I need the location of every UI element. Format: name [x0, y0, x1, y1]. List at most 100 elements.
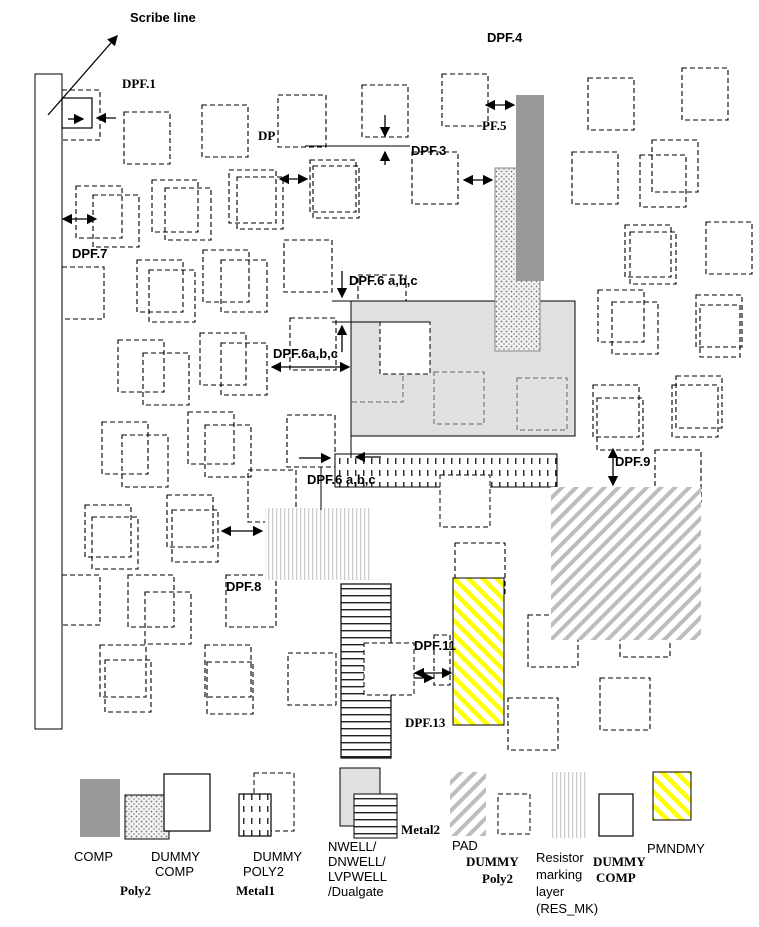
- dummy-fill-box: [117, 339, 165, 393]
- legend-metal2-swatch: [353, 793, 398, 839]
- legend-dummy-comp-b-label-2: COMP: [596, 870, 636, 885]
- dummy-fill-box: [204, 644, 252, 698]
- dummy-fill-box: [592, 384, 640, 438]
- legend-dummy-comp-b-swatch: [598, 793, 634, 837]
- pad-rect: [551, 487, 701, 640]
- dummy-fill-box: [148, 269, 196, 323]
- dpf7-label: DPF.7: [72, 246, 107, 261]
- dummy-fill-box: [587, 77, 635, 131]
- legend-nwell-label-2: DNWELL/: [328, 854, 386, 869]
- dummy-fill-box: [61, 266, 105, 320]
- dummy-fill-box: [225, 574, 277, 628]
- dummy-fill-box: [121, 434, 169, 488]
- dpf6-top-label: DPF.6 a,b,c: [349, 273, 418, 288]
- dummy-fill-box: [164, 187, 212, 241]
- dummy-box: [439, 474, 491, 528]
- dummy-fill-box: [142, 352, 190, 406]
- dummy-fill-box: [99, 644, 147, 698]
- dummy-box-gray: [516, 377, 568, 431]
- scribe-line-rect: [34, 73, 63, 730]
- dummy-fill-box: [92, 194, 140, 248]
- resistor-marking-rect: [265, 508, 371, 580]
- dummy-fill-box: [286, 414, 336, 468]
- dummy-fill-box: [309, 159, 357, 213]
- legend-pmndmy-label: PMNDMY: [647, 841, 705, 856]
- dpf6-left-label: DPF.6a,b,c: [273, 346, 338, 361]
- dummy-fill-box: [136, 259, 184, 313]
- legend-comp-swatch: [80, 779, 120, 837]
- dummy-fill-box: [101, 421, 149, 475]
- dummy-fill-box: [671, 384, 719, 438]
- dpf3-label: DPF.3: [411, 143, 446, 158]
- dummy-box-gray: [433, 371, 485, 425]
- comp-rect: [516, 95, 544, 281]
- legend-metal2-label: Metal2: [401, 822, 440, 837]
- dpf5-label: PF.5: [482, 118, 507, 133]
- dummy-fill-box: [651, 139, 699, 193]
- legend-resistor-label-4: (RES_MK): [536, 901, 598, 916]
- dummy-fill-box: [220, 259, 268, 313]
- dummy-fill-box: [283, 239, 333, 293]
- dummy-box-metal2-notch: [363, 642, 415, 696]
- dummy-fill-box: [84, 504, 132, 558]
- dummy-fill-box: [91, 516, 139, 570]
- dpf11-label: DPF.11: [414, 638, 456, 653]
- dummy-fill-box: [277, 94, 327, 148]
- dummy-fill-box: [454, 542, 506, 596]
- dummy-fill-box: [611, 301, 659, 355]
- dummy-fill-box: [166, 494, 214, 548]
- dummy-fill-box: [61, 574, 101, 626]
- dummy-fill-box: [624, 224, 672, 278]
- scribe-line-label: Scribe line: [130, 10, 196, 25]
- dummy-fill-box: [433, 634, 451, 686]
- dummy-fill-box: [123, 111, 171, 165]
- pmndmy-rect: [452, 577, 505, 726]
- dummy-box-in-nwell: [379, 321, 431, 375]
- dummy-fill-box: [171, 509, 219, 563]
- dummy-fill-box: [639, 154, 687, 208]
- dummy-fill-box: [597, 289, 645, 343]
- dummy-fill-box: [204, 424, 252, 478]
- dummy-fill-box: [599, 677, 651, 731]
- legend-dummy-comp-label-2: COMP: [155, 864, 194, 879]
- dimension-arrows: [61, 99, 619, 684]
- dummy-fill-box: [206, 661, 254, 715]
- dummy-fill-box: [571, 151, 619, 205]
- legend-dummy-comp-b-label-1: DUMMY: [593, 854, 646, 869]
- dummy-fill-box: [151, 179, 199, 233]
- legend-dummy-poly2-b-swatch: [497, 793, 531, 835]
- dummy-fill-box: [287, 652, 337, 706]
- legend: COMP Poly2 DUMMY COMP Metal1 DUMMY POLY2…: [74, 767, 705, 916]
- dpf2-label: DP: [258, 128, 275, 143]
- legend-dummy-comp-label-1: DUMMY: [151, 849, 200, 864]
- dummy-fill-box: [202, 249, 250, 303]
- dpf6-bottom-label: DPF.6 a,b,c: [307, 472, 376, 487]
- legend-dummy-comp-swatch: [163, 773, 211, 832]
- dummy-fill-box: [629, 231, 677, 285]
- dummy-fill-box: [695, 294, 743, 348]
- legend-poly2-swatch: [124, 794, 170, 840]
- scribe-line-pointer-arrow: [47, 35, 118, 116]
- dummy-fill-box: [75, 185, 123, 239]
- dummy-fill-box: [507, 697, 559, 751]
- legend-resistor-label-2: marking: [536, 867, 582, 882]
- legend-pmndmy-swatch: [652, 771, 692, 821]
- legend-metal1-label: Metal1: [236, 883, 275, 898]
- dummy-fill-box: [220, 342, 268, 396]
- dummy-fill-box: [289, 317, 337, 371]
- dummy-fill-box: [236, 176, 284, 230]
- dummy-fill-box: [61, 89, 101, 141]
- legend-pad-swatch: [450, 772, 486, 836]
- dummy-fill-box: [596, 397, 644, 451]
- dummy-fill-box: [675, 375, 723, 429]
- dummy-box-gray-partial: [352, 374, 404, 403]
- legend-dummy-poly2-b-label-2: Poly2: [482, 871, 513, 886]
- dpf9-label: DPF.9: [615, 454, 650, 469]
- legend-resistor-label-1: Resistor: [536, 850, 584, 865]
- legend-pad-label: PAD: [452, 838, 478, 853]
- dpf4-label: DPF.4: [487, 30, 523, 45]
- dummy-fill-box: [411, 151, 459, 205]
- dummy-fill-box: [199, 332, 247, 386]
